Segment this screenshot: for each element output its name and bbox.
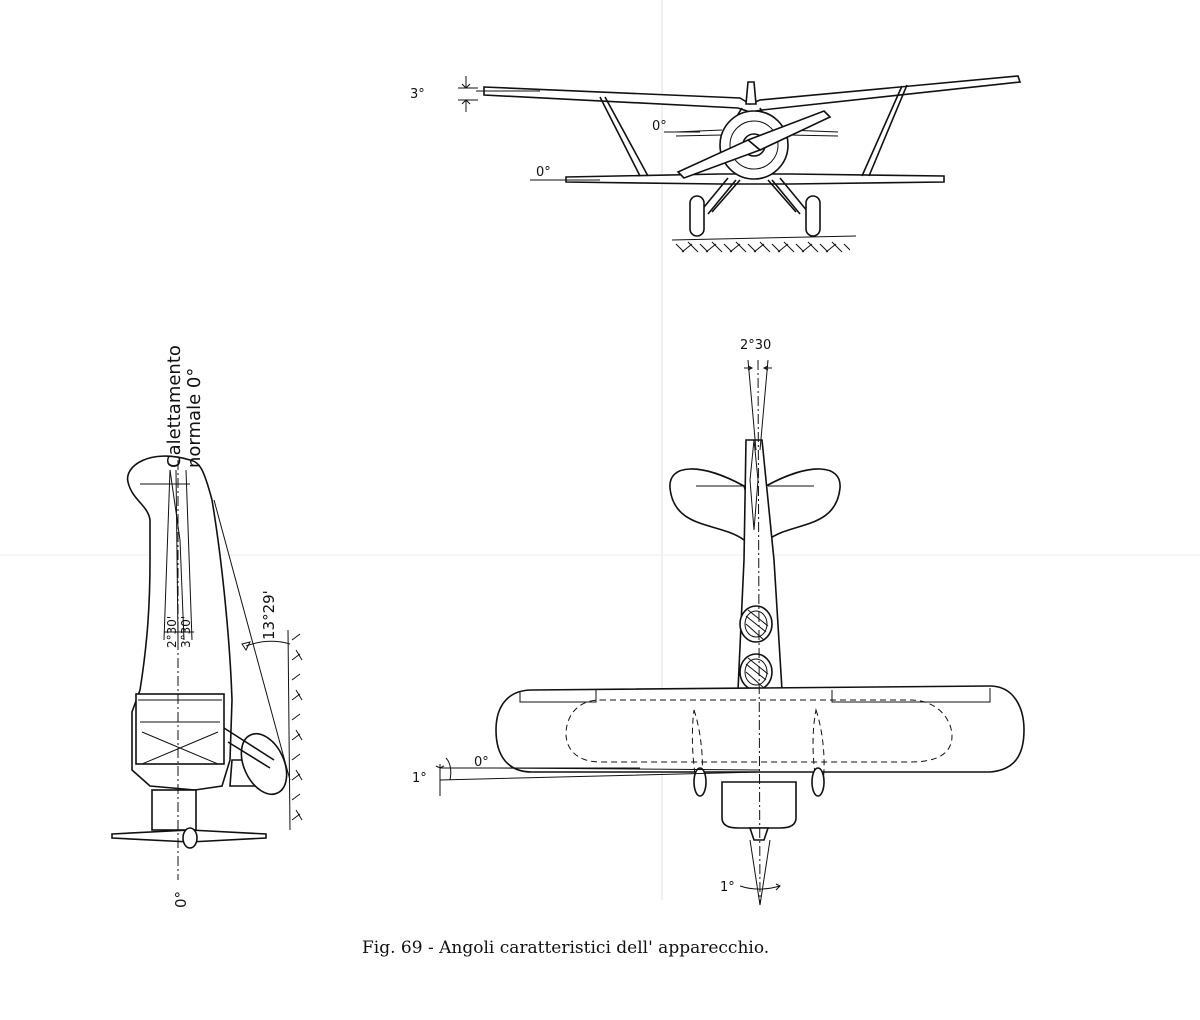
front-view-drawing: [458, 75, 1022, 253]
plan-wing-zero-angle: 0°: [474, 755, 489, 770]
side-wing-angle-b: 3°30': [179, 616, 193, 648]
front-lower-wing-angle: 0°: [536, 165, 551, 180]
plan-wing-one-angle: 1°: [412, 771, 427, 786]
side-incidence-note-line1: Calettamento: [164, 345, 185, 468]
front-tailplane-angle: 0°: [652, 119, 667, 134]
plan-view-drawing: [435, 359, 1025, 906]
front-upper-wing-angle: 3°: [410, 87, 425, 102]
side-axis-angle: 0°: [172, 891, 190, 908]
plan-fin-angle: 2°30: [740, 338, 771, 353]
figure-caption: Fig. 69 - Angoli caratteristici dell' ap…: [362, 938, 769, 958]
side-incidence-note-line2: normale 0°: [184, 368, 205, 468]
side-ground-angle: 13°29': [260, 590, 278, 640]
side-wing-angle-a: 2°30': [165, 616, 179, 648]
side-view-drawing: [111, 455, 303, 880]
plan-tail-angle: 1°: [720, 880, 735, 895]
